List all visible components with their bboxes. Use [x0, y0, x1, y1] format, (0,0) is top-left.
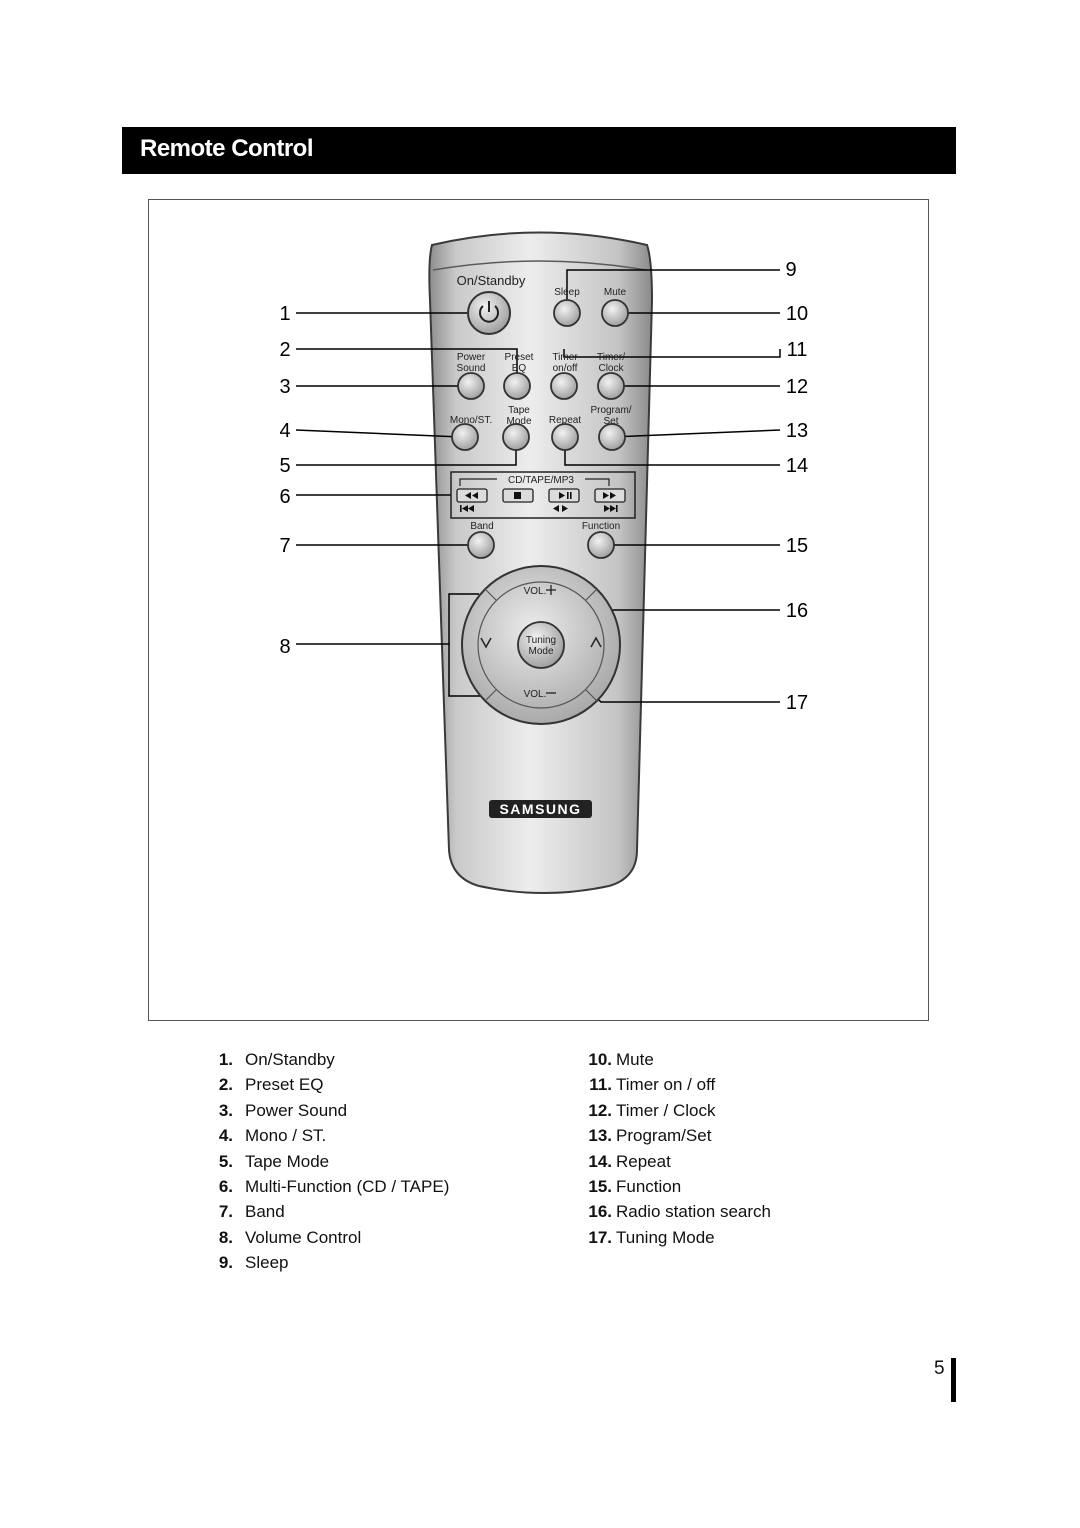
section-title-bar: Remote Control — [122, 127, 956, 174]
page-number-bar — [951, 1358, 956, 1402]
timer-slash-label: Timer/ — [597, 352, 625, 363]
callout-5: 5 — [279, 455, 290, 477]
timer-clock-button[interactable] — [597, 372, 625, 400]
legend-item: 7.Band — [218, 1202, 285, 1222]
on-standby-button[interactable] — [467, 291, 511, 335]
timer-label: Timer — [552, 352, 578, 363]
legend-left-column: 1.On/Standby 2.Preset EQ 3.Power Sound 4… — [205, 1047, 450, 1276]
sleep-button[interactable] — [553, 299, 581, 327]
legend-item: 10.Mute — [588, 1050, 654, 1069]
power-icon — [479, 301, 499, 323]
band-button[interactable] — [467, 531, 495, 559]
remote-body — [428, 231, 654, 894]
tuning-mode-button[interactable] — [517, 621, 565, 669]
power-label: Power — [457, 352, 486, 363]
mute-button[interactable] — [601, 299, 629, 327]
clock-label: Clock — [598, 363, 624, 374]
callout-16: 16 — [786, 600, 808, 622]
legend-item: 8.Volume Control — [218, 1227, 362, 1247]
page-number: 5 — [934, 1358, 945, 1379]
legend-item: 3.Power Sound — [218, 1100, 348, 1120]
callout-17: 17 — [786, 692, 808, 714]
on-off-label: on/off — [553, 363, 578, 374]
remote-illustration: On/Standby Sleep Mute Power Sound Preset… — [279, 231, 808, 894]
legend-item: 12.Timer / Clock — [588, 1100, 716, 1120]
on-standby-label: On/Standby — [457, 273, 526, 288]
remote-figure: On/Standby Sleep Mute Power Sound Preset… — [148, 199, 929, 1021]
mute-label: Mute — [604, 287, 627, 298]
legend-item: 13.Program/Set — [588, 1126, 712, 1146]
legend-item: 17.Tuning Mode — [588, 1227, 715, 1247]
mono-st-label: Mono/ST. — [450, 415, 492, 426]
legend-item: 16.Radio station search — [588, 1202, 771, 1222]
transport-icons — [460, 492, 618, 512]
legend-item: 15.Function — [588, 1176, 682, 1196]
power-sound-button[interactable] — [457, 372, 485, 400]
callout-3: 3 — [279, 376, 290, 398]
samsung-logo: SAMSUNG — [489, 800, 592, 818]
legend-right-column: 10.Mute 11.Timer on / off 12.Timer / Clo… — [578, 1047, 771, 1250]
program-set-button[interactable] — [598, 423, 626, 451]
function-button[interactable] — [587, 531, 615, 559]
mode-label: Mode — [506, 416, 531, 427]
callout-1: 1 — [279, 303, 290, 325]
legend-item: 14.Repeat — [588, 1151, 671, 1171]
vol-plus-icon — [546, 585, 556, 595]
callout-10: 10 — [786, 303, 808, 325]
timer-on-off-button[interactable] — [550, 372, 578, 400]
callout-12: 12 — [786, 376, 808, 398]
tuning-mode-label: Mode — [528, 646, 553, 657]
legend-item: 9.Sleep — [218, 1253, 289, 1273]
legend-item: 4.Mono / ST. — [218, 1126, 327, 1146]
callout-9: 9 — [785, 259, 796, 281]
legend-item: 1.On/Standby — [218, 1050, 335, 1069]
vol-minus-label: VOL. — [524, 689, 547, 700]
callout-15: 15 — [786, 535, 808, 557]
eq-label: EQ — [512, 363, 527, 374]
callout-11: 11 — [787, 339, 808, 361]
mono-st-button[interactable] — [451, 423, 479, 451]
svg-text:SAMSUNG: SAMSUNG — [499, 801, 581, 817]
sound-label: Sound — [457, 363, 486, 374]
search-arrow-icons — [480, 636, 602, 649]
callout-7: 7 — [279, 535, 290, 557]
legend-item: 5.Tape Mode — [218, 1151, 330, 1171]
callout-6: 6 — [279, 486, 290, 508]
callout-8: 8 — [279, 636, 290, 658]
function-label: Function — [582, 521, 620, 532]
repeat-button[interactable] — [551, 423, 579, 451]
multi-function-panel — [450, 471, 636, 519]
callout-2: 2 — [279, 339, 290, 361]
preset-eq-button[interactable] — [503, 372, 531, 400]
legend-item: 11.Timer on / off — [589, 1075, 716, 1095]
tape-mode-button[interactable] — [502, 423, 530, 451]
vol-plus-label: VOL. — [524, 586, 547, 597]
callout-14: 14 — [786, 455, 808, 477]
callout-13: 13 — [786, 420, 808, 442]
repeat-label: Repeat — [549, 415, 581, 426]
tape-label: Tape — [508, 405, 530, 416]
band-label: Band — [470, 521, 493, 532]
preset-label: Preset — [505, 352, 534, 363]
cd-tape-mp3-label: CD/TAPE/MP3 — [508, 475, 574, 486]
program-label: Program/ — [590, 405, 631, 416]
page-title: Remote Control — [140, 135, 314, 162]
callout-lines-left — [295, 312, 521, 697]
callout-4: 4 — [279, 420, 290, 442]
legend-item: 2.Preset EQ — [218, 1075, 324, 1095]
set-label: Set — [603, 416, 618, 427]
legend-item: 6.Multi-Function (CD / TAPE) — [218, 1176, 450, 1196]
sleep-label: Sleep — [554, 287, 580, 298]
tuning-label: Tuning — [526, 635, 556, 646]
